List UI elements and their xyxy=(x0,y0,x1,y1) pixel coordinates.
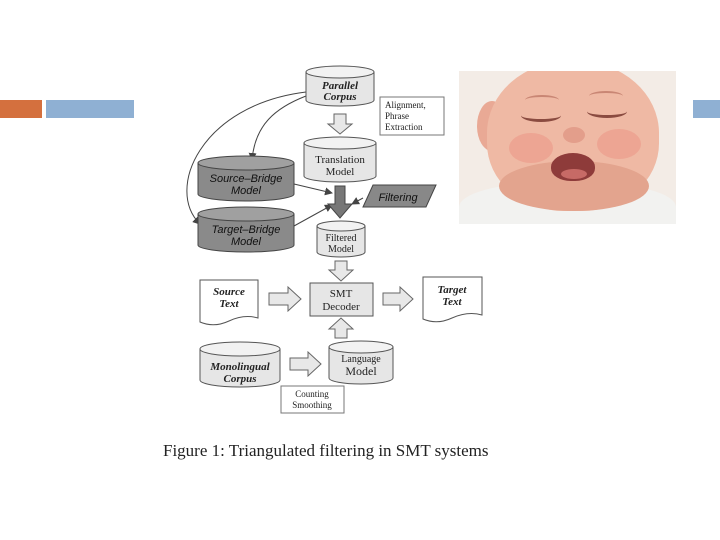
arrow-filtering-to-flow xyxy=(352,198,363,204)
language-model-node: Language Model xyxy=(329,341,393,384)
block-arrow-lm-to-decoder xyxy=(329,318,353,338)
smt-decoder-label-2: Decoder xyxy=(322,301,360,313)
counting-note: Counting Smoothing xyxy=(281,386,344,413)
crying-baby-photo xyxy=(459,71,676,224)
block-arrow-corpus-to-translation xyxy=(328,114,352,134)
alignment-note-line-2: Phrase xyxy=(385,111,409,121)
target-text-label-2: Text xyxy=(442,296,462,308)
alignment-note-line-3: Extraction xyxy=(385,122,423,132)
translation-model-node: Translation Model xyxy=(304,137,376,182)
block-arrow-source-to-decoder xyxy=(269,287,301,311)
block-arrow-filtered-to-decoder xyxy=(329,261,353,281)
filtered-model-label-2: Model xyxy=(328,244,354,255)
target-bridge-label-1: Target–Bridge xyxy=(212,224,281,236)
monolingual-corpus-label-2: Corpus xyxy=(223,373,256,385)
filtered-model-label-1: Filtered xyxy=(325,233,356,244)
translation-model-label-1: Translation xyxy=(315,154,365,166)
filtering-label: Filtering xyxy=(378,192,418,204)
target-bridge-model-node: Target–Bridge Model xyxy=(198,207,294,252)
alignment-note-line-1: Alignment, xyxy=(385,100,426,110)
target-text-label-1: Target xyxy=(438,284,468,296)
filtered-model-node: Filtered Model xyxy=(317,221,365,257)
block-arrow-filtering xyxy=(328,186,352,218)
translation-model-label-2: Model xyxy=(326,166,355,178)
monolingual-corpus-label-1: Monolingual xyxy=(209,361,270,373)
language-model-label-2: Model xyxy=(345,364,377,378)
source-text-label-2: Text xyxy=(219,298,239,310)
smt-decoder-label-1: SMT xyxy=(330,288,353,300)
source-bridge-model-node: Source–Bridge Model xyxy=(198,156,294,201)
smt-decoder-node: SMT Decoder xyxy=(310,283,373,316)
parallel-corpus-node: Parallel Corpus xyxy=(306,66,374,106)
monolingual-corpus-node: Monolingual Corpus xyxy=(200,342,280,387)
alignment-note: Alignment, Phrase Extraction xyxy=(380,97,444,135)
source-bridge-label-2: Model xyxy=(231,185,262,197)
block-arrow-decoder-to-target xyxy=(383,287,413,311)
filtering-node: Filtering xyxy=(363,185,436,207)
target-bridge-label-2: Model xyxy=(231,236,262,248)
arrow-source-bridge-to-filter xyxy=(294,184,332,193)
source-text-node: Source Text xyxy=(200,280,258,325)
source-bridge-label-1: Source–Bridge xyxy=(210,173,283,185)
arrow-corpus-to-source-bridge xyxy=(252,96,306,160)
target-text-node: Target Text xyxy=(423,277,482,322)
counting-note-line-2: Smoothing xyxy=(292,400,332,410)
block-arrow-mono-to-lm xyxy=(290,352,321,376)
figure-caption: Figure 1: Triangulated filtering in SMT … xyxy=(163,441,489,461)
parallel-corpus-label-2: Corpus xyxy=(323,91,356,103)
source-text-label-1: Source xyxy=(213,286,245,298)
counting-note-line-1: Counting xyxy=(295,389,329,399)
